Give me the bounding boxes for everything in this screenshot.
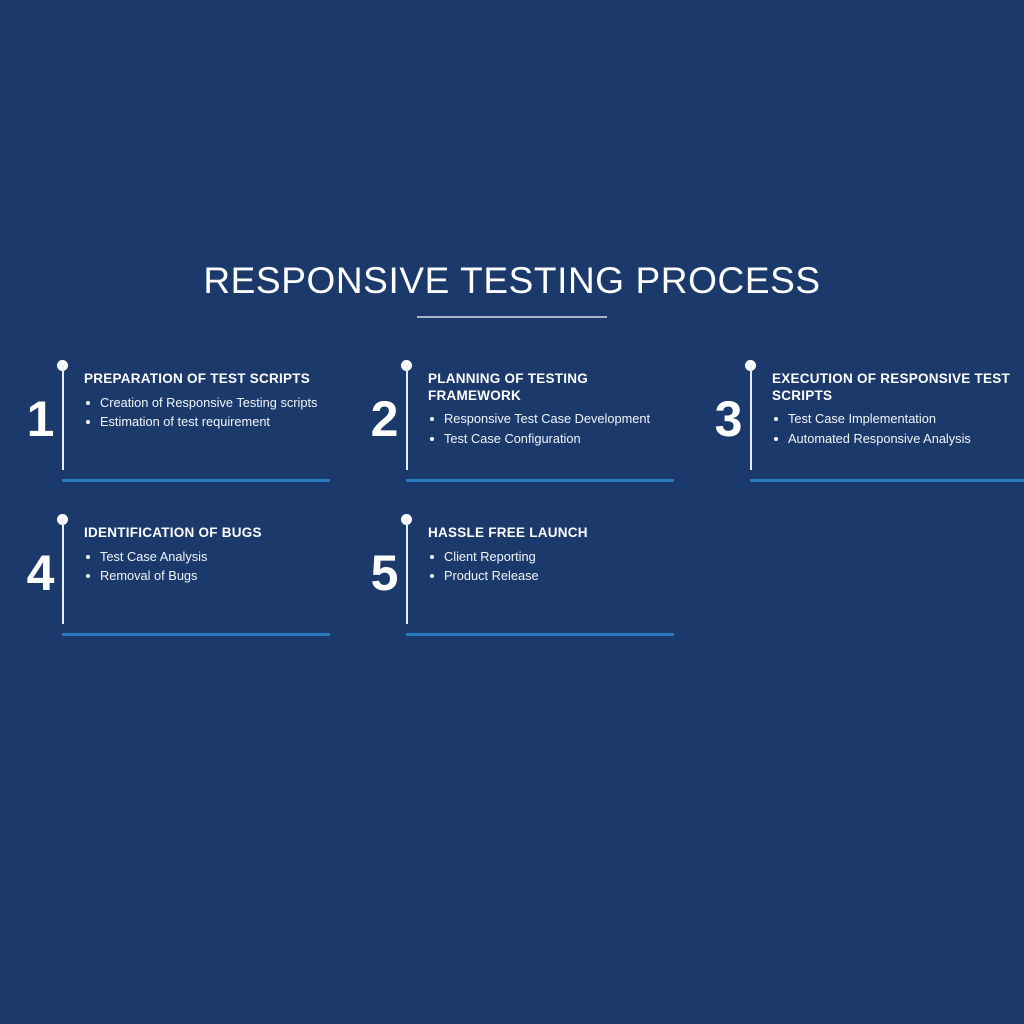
- list-item: Test Case Implementation: [772, 410, 1024, 429]
- step-vertical-rail: [406, 519, 408, 624]
- list-item: Creation of Responsive Testing scripts: [84, 394, 334, 413]
- list-item: Estimation of test requirement: [84, 413, 334, 432]
- list-item: Client Reporting: [428, 548, 680, 567]
- step-body-2: PLANNING OF TESTING FRAMEWORK Responsive…: [428, 371, 680, 449]
- step-heading-3: EXECUTION OF RESPONSIVE TEST SCRIPTS: [772, 371, 1011, 403]
- list-item-label: Removal of Bugs: [100, 568, 198, 583]
- step-underline-rule: [406, 633, 674, 636]
- bullet-icon: [430, 417, 434, 421]
- step-number-3: 3: [714, 391, 743, 447]
- list-item: Removal of Bugs: [84, 567, 334, 586]
- step-card-2[interactable]: 2 PLANNING OF TESTING FRAMEWORK Responsi…: [366, 360, 710, 482]
- step-body-1: PREPARATION OF TEST SCRIPTS Creation of …: [84, 371, 334, 433]
- step-heading-2: PLANNING OF TESTING FRAMEWORK: [428, 371, 588, 403]
- bullet-icon: [86, 574, 90, 578]
- list-item-label: Client Reporting: [444, 548, 536, 564]
- steps-row-1: 1 PREPARATION OF TEST SCRIPTS Creation o…: [22, 360, 1024, 482]
- list-item: Automated Responsive Analysis: [772, 430, 1024, 449]
- list-item: Product Release: [428, 567, 680, 586]
- bullet-icon: [86, 400, 90, 405]
- title-divider: [417, 316, 607, 318]
- list-item-label: Product Release: [444, 568, 539, 583]
- bullet-icon: [86, 554, 90, 559]
- step-number-2: 2: [370, 391, 399, 447]
- list-item-label: Test Case Configuration: [444, 430, 581, 446]
- step-card-3[interactable]: 3 EXECUTION OF RESPONSIVE TEST SCRIPTS T…: [710, 360, 1024, 482]
- step-card-5[interactable]: 5 HASSLE FREE LAUNCH Client Reporting Pr…: [366, 514, 710, 636]
- bullet-icon: [430, 574, 434, 578]
- step-underline-rule: [62, 479, 330, 482]
- list-item: Test Case Analysis: [84, 548, 334, 567]
- title-block: RESPONSIVE TESTING PROCESS: [0, 258, 1024, 318]
- list-item-label: Automated Responsive Analysis: [788, 430, 971, 446]
- step-points-2: Responsive Test Case Development Test Ca…: [428, 410, 680, 448]
- step-underline-rule: [406, 479, 674, 482]
- bullet-icon: [86, 420, 90, 424]
- step-vertical-rail: [750, 365, 752, 470]
- steps-row-2: 4 IDENTIFICATION OF BUGS Test Case Analy…: [22, 514, 1024, 636]
- bullet-icon: [774, 436, 778, 441]
- step-body-3: EXECUTION OF RESPONSIVE TEST SCRIPTS Tes…: [772, 371, 1024, 449]
- step-body-4: IDENTIFICATION OF BUGS Test Case Analysi…: [84, 525, 334, 587]
- bullet-icon: [430, 554, 434, 559]
- list-item: Test Case Configuration: [428, 430, 680, 449]
- step-card-4[interactable]: 4 IDENTIFICATION OF BUGS Test Case Analy…: [22, 514, 366, 636]
- step-number-5: 5: [370, 545, 399, 601]
- page-title: RESPONSIVE TESTING PROCESS: [203, 260, 821, 301]
- list-item: Responsive Test Case Development: [428, 410, 680, 429]
- step-number-4: 4: [26, 545, 55, 601]
- step-heading-1: PREPARATION OF TEST SCRIPTS: [84, 371, 311, 386]
- step-underline-rule: [62, 633, 330, 636]
- step-underline-rule: [750, 479, 1024, 482]
- step-number-1: 1: [26, 391, 55, 447]
- step-heading-5: HASSLE FREE LAUNCH: [428, 525, 588, 540]
- step-vertical-rail: [406, 365, 408, 470]
- step-vertical-rail: [62, 519, 64, 624]
- step-body-5: HASSLE FREE LAUNCH Client Reporting Prod…: [428, 525, 680, 587]
- bullet-icon: [430, 436, 434, 441]
- step-points-4: Test Case Analysis Removal of Bugs: [84, 548, 334, 586]
- step-points-1: Creation of Responsive Testing scripts E…: [84, 394, 334, 432]
- list-item-label: Test Case Analysis: [100, 548, 208, 564]
- steps-grid: 1 PREPARATION OF TEST SCRIPTS Creation o…: [22, 360, 1024, 636]
- step-points-3: Test Case Implementation Automated Respo…: [772, 410, 1024, 448]
- step-card-1[interactable]: 1 PREPARATION OF TEST SCRIPTS Creation o…: [22, 360, 366, 482]
- list-item-label: Estimation of test requirement: [100, 414, 270, 429]
- step-vertical-rail: [62, 365, 64, 470]
- list-item-label: Test Case Implementation: [788, 411, 936, 426]
- step-points-5: Client Reporting Product Release: [428, 548, 680, 586]
- list-item-label: Responsive Test Case Development: [444, 411, 651, 426]
- list-item-label: Creation of Responsive Testing scripts: [100, 394, 318, 410]
- step-heading-4: IDENTIFICATION OF BUGS: [84, 525, 262, 540]
- empty-slot: [710, 514, 1024, 636]
- bullet-icon: [774, 417, 778, 421]
